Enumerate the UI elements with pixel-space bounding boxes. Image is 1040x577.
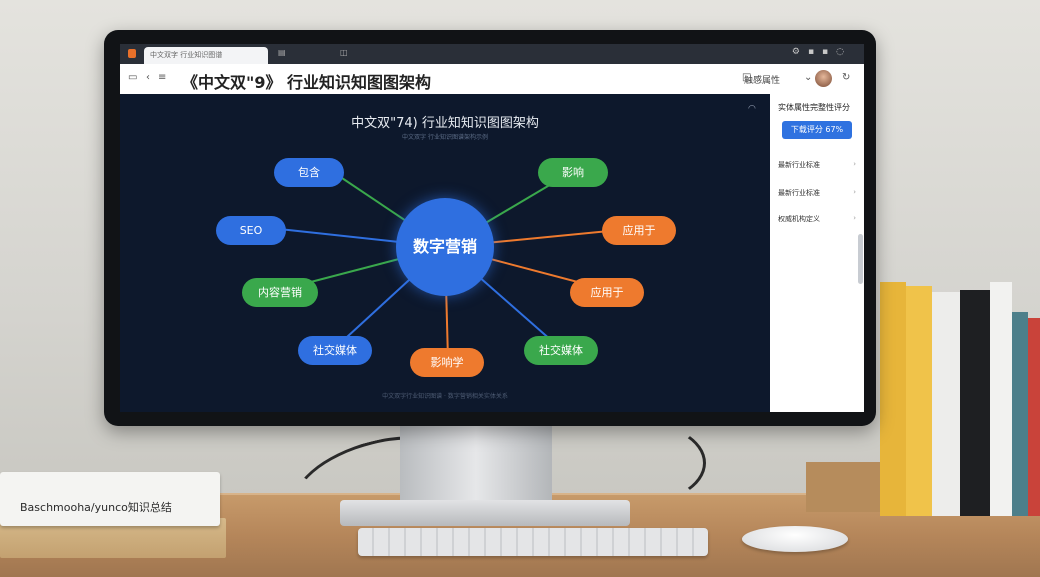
panel-item-label: 最新行业标准: [778, 189, 820, 197]
book-spine: [1012, 312, 1028, 516]
graph-node[interactable]: SEO: [216, 216, 286, 245]
refresh-icon[interactable]: ↻: [842, 72, 851, 83]
side-panel: 实体属性完整性评分 下载评分 67% 最新行业标准 › 最新行业标准 › 权威机…: [770, 94, 864, 412]
panel-item-label: 权威机构定义: [778, 215, 820, 223]
graph-node[interactable]: 内容营销: [242, 278, 318, 307]
document-icon[interactable]: ▤: [278, 48, 286, 57]
center-node[interactable]: 数字营销: [396, 198, 494, 296]
canvas-subtitle: 中文双字 行业知识图谱架构示例: [402, 134, 488, 141]
square-icon[interactable]: □: [742, 72, 752, 83]
book-spine: [960, 290, 990, 516]
panel-item[interactable]: 最新行业标准 ›: [778, 188, 856, 198]
page-title: 《中文双"9》 行业知识知图图架构: [182, 73, 432, 92]
panel-item[interactable]: 最新行业标准 ›: [778, 160, 856, 170]
graph-node[interactable]: 影响: [538, 158, 608, 187]
graph-node[interactable]: 社交媒体: [298, 336, 372, 365]
wooden-box: [806, 462, 882, 512]
book-spine: [932, 292, 960, 516]
panel-item-label: 最新行业标准: [778, 161, 820, 169]
book-spine: [880, 282, 906, 516]
expand-icon[interactable]: ◠: [748, 104, 756, 114]
avatar[interactable]: [815, 70, 832, 87]
graph-canvas[interactable]: 中文双"74) 行业知知识图图架构 中文双字 行业知识图谱架构示例 ◠ 数字营销…: [120, 94, 770, 412]
scrollbar[interactable]: [858, 234, 863, 284]
mouse: [742, 526, 848, 552]
monitor-stand-base: [340, 500, 630, 526]
keyboard: [358, 528, 708, 556]
monitor-stand: [400, 424, 552, 506]
browser-tab[interactable]: 中文双字 行业知识图谱: [144, 47, 268, 64]
top-right-label[interactable]: 触感属性: [743, 76, 780, 86]
cable: [560, 420, 706, 506]
graph-node[interactable]: 包含: [274, 158, 344, 187]
panel-title: 实体属性完整性评分: [778, 103, 850, 112]
menu-icon[interactable]: ≡: [158, 72, 167, 83]
graph-node[interactable]: 应用于: [602, 216, 676, 245]
book-title: Baschmooha/yunco知识总结: [20, 501, 172, 514]
app-icon: [128, 49, 136, 58]
chevron-right-icon: ›: [853, 214, 856, 222]
book-spine: [990, 282, 1012, 516]
book-stack-top: Baschmooha/yunco知识总结: [0, 472, 220, 526]
sidebar-toggle-icon[interactable]: ▭: [128, 72, 138, 83]
chevron-right-icon: ›: [853, 188, 856, 196]
graph-node[interactable]: 社交媒体: [524, 336, 598, 365]
screen: 中文双字 行业知识图谱 ▤ ◫ ⚙▪▪◌ ▭ ‹ ≡ 《中文双"9》 行业知识知…: [120, 44, 864, 412]
chat-icon[interactable]: ◫: [340, 48, 348, 57]
graph-node[interactable]: 影响学: [410, 348, 484, 377]
tab-bar: 中文双字 行业知识图谱 ▤ ◫ ⚙▪▪◌: [120, 44, 864, 64]
graph-node[interactable]: 应用于: [570, 278, 644, 307]
tab-title: 中文双字 行业知识图谱: [150, 51, 223, 59]
back-icon[interactable]: ‹: [146, 72, 150, 83]
window-controls[interactable]: ⚙▪▪◌: [791, 47, 852, 57]
chevron-right-icon: ›: [853, 160, 856, 168]
toolbar: ▭ ‹ ≡ 《中文双"9》 行业知识知图图架构 □ 触感属性 ⌄ ↻: [120, 64, 864, 94]
monitor: 中文双字 行业知识图谱 ▤ ◫ ⚙▪▪◌ ▭ ‹ ≡ 《中文双"9》 行业知识知…: [104, 30, 876, 426]
panel-item[interactable]: 权威机构定义 ›: [778, 214, 856, 224]
canvas-footer: 中文双字行业知识图谱 · 数字营销相关实体关系: [382, 393, 508, 400]
chevron-down-icon[interactable]: ⌄: [804, 72, 813, 83]
canvas-title: 中文双"74) 行业知知识图图架构: [351, 116, 539, 131]
book-spine: [1028, 318, 1040, 516]
score-button[interactable]: 下载评分 67%: [782, 121, 852, 139]
book-spine: [906, 286, 932, 516]
